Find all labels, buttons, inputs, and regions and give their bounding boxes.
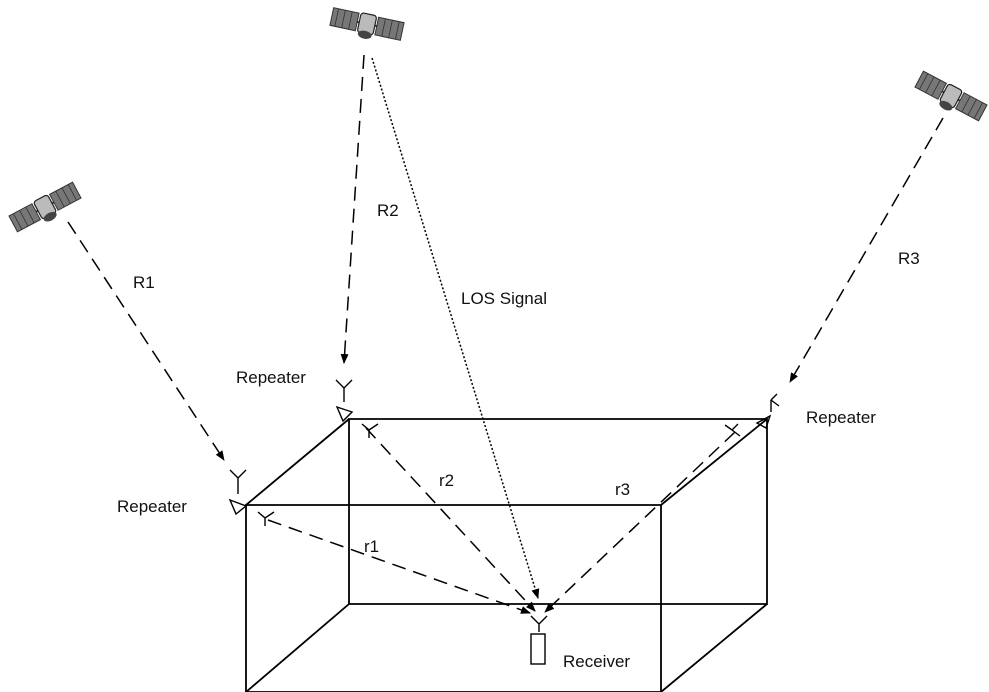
signal-path-r2 — [365, 427, 536, 612]
label-repeater-top: Repeater — [236, 368, 306, 387]
signal-path-r3 — [544, 431, 736, 613]
label-r3: r3 — [615, 480, 630, 499]
satellite-right-icon — [911, 69, 989, 128]
label-r2: r2 — [439, 471, 454, 490]
building-box — [245, 418, 768, 692]
signal-path-R2 — [340, 54, 365, 364]
label-R3: R3 — [898, 249, 920, 268]
label-R1: R1 — [133, 273, 155, 292]
label-repeater-left: Repeater — [117, 497, 187, 516]
label-r1: r1 — [364, 537, 379, 556]
repeater-left-antenna-icon — [228, 469, 275, 526]
signal-path-R3 — [789, 117, 944, 383]
repeater-top-antenna-icon — [335, 379, 379, 438]
label-repeater-right: Repeater — [806, 408, 876, 427]
satellite-top-icon — [327, 5, 406, 48]
repeater-right-antenna-icon — [724, 393, 780, 437]
signal-path-R1 — [67, 221, 225, 461]
label-los-signal: LOS Signal — [461, 289, 547, 308]
label-R2: R2 — [377, 201, 399, 220]
label-receiver: Receiver — [563, 652, 630, 671]
signal-path-r1 — [267, 519, 531, 614]
receiver-antenna-icon — [530, 615, 548, 665]
los-signal-path — [371, 57, 540, 599]
